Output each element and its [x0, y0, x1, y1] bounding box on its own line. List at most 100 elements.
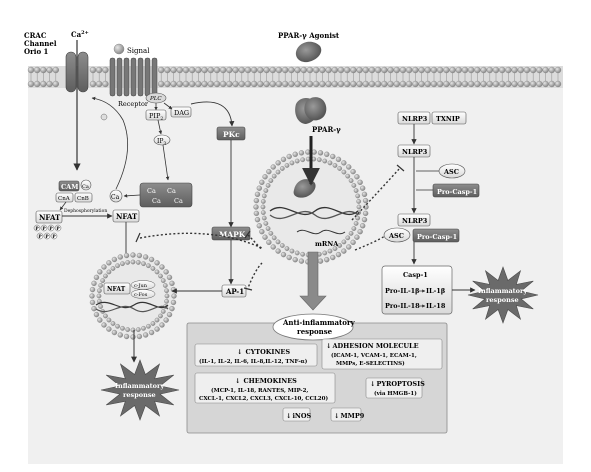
crac-channel: [65, 51, 89, 93]
phosphate-label: P: [42, 226, 46, 232]
envelope-bead: [345, 173, 351, 179]
envelope-bead: [110, 266, 116, 271]
signal-molecule: [113, 43, 125, 55]
ca-store-label-2: Ca: [167, 187, 176, 195]
lipid-head: [40, 80, 47, 88]
envelope-bead: [300, 251, 306, 257]
envelope-bead: [292, 151, 298, 157]
envelope-bead: [169, 306, 175, 312]
inflammatory-response-star-left: [100, 359, 180, 421]
envelope-bead: [143, 254, 149, 260]
lipid-head: [164, 80, 171, 88]
envelope-bead: [337, 166, 343, 171]
lipid-head: [418, 80, 425, 88]
envelope-bead: [150, 321, 156, 326]
lipid-head: [486, 80, 493, 88]
lipid-head: [176, 80, 183, 88]
envelope-bead: [259, 229, 265, 235]
envelope-bead: [357, 229, 363, 235]
lipid-head: [511, 80, 518, 88]
feedback-dot: [100, 113, 108, 121]
envelope-bead: [341, 239, 347, 245]
chemokines-box: [194, 372, 336, 404]
lipid-head: [337, 80, 345, 88]
mmp9-box: [330, 407, 362, 422]
lipid-head: [300, 80, 307, 88]
lipid-head: [480, 80, 487, 88]
lipid-head: [201, 80, 208, 88]
lipid-head: [337, 66, 345, 74]
envelope-bead: [111, 256, 118, 263]
lipid-head: [263, 66, 270, 74]
inflam-right-line1: Inflammatory: [478, 287, 527, 295]
envelope-bead: [330, 153, 336, 160]
inflam-left-line1: Inflammatory: [115, 382, 164, 390]
envelope-bead: [262, 234, 268, 240]
lipid-head: [381, 80, 388, 88]
phosphate-label: P: [56, 226, 60, 232]
lipid-head: [350, 66, 357, 74]
envelope-bead: [330, 254, 336, 261]
dag-label: DAG: [174, 109, 189, 117]
anti-inflam-line2: response: [297, 327, 333, 336]
lipid-head: [238, 66, 245, 74]
nfat-nuc-label: NFAT: [116, 212, 138, 221]
nlrp3-b-label: NLRP3: [402, 148, 428, 156]
envelope-bead: [135, 327, 141, 332]
lipid-head: [325, 66, 332, 74]
lipid-head: [492, 66, 500, 74]
lipid-head: [331, 80, 338, 88]
lipid-head: [474, 66, 481, 74]
cam-label: CAM: [61, 183, 78, 191]
envelope-bead: [265, 183, 271, 188]
envelope-bead: [348, 231, 354, 236]
plasma-membrane: [27, 66, 563, 88]
envelope-bead: [327, 248, 333, 254]
envelope-bead: [260, 210, 266, 215]
lipid-head: [213, 80, 221, 88]
lipid-head: [182, 66, 190, 74]
envelope-bead: [271, 173, 277, 179]
lipid-head: [170, 66, 177, 74]
lipid-head: [102, 66, 109, 74]
lipid-head: [269, 66, 276, 74]
envelope-bead: [284, 163, 290, 168]
cam-box: [58, 180, 80, 192]
envelope-bead: [280, 156, 287, 163]
lipid-head: [418, 66, 425, 74]
envelope-bead: [271, 235, 277, 241]
phosphate-circle: [54, 224, 62, 232]
envelope-bead: [356, 199, 362, 204]
envelope-bead: [350, 239, 356, 246]
envelope-bead: [350, 168, 356, 175]
envelope-bead: [158, 313, 163, 319]
envelope-bead: [335, 156, 342, 163]
lipid-head: [424, 80, 431, 88]
il1b-label: IL-1β: [426, 287, 445, 295]
lipid-head: [89, 66, 97, 74]
lipid-head: [424, 66, 431, 74]
envelope-bead: [123, 252, 130, 259]
envelope-bead: [97, 288, 102, 294]
inflammatory-response-star-right: [467, 266, 539, 324]
lipid-head: [27, 80, 35, 88]
envelope-bead: [355, 193, 361, 199]
lipid-head: [536, 66, 543, 74]
lipid-head: [542, 66, 549, 74]
envelope-bead: [360, 185, 366, 191]
envelope-bead: [170, 299, 177, 306]
lipid-head: [437, 66, 444, 74]
envelope-bead: [294, 158, 300, 164]
lipid-head: [449, 80, 456, 88]
lipid-head: [480, 66, 487, 74]
lipid-head: [437, 80, 444, 88]
cnb-box: [74, 192, 93, 203]
plc-label: PLC: [149, 96, 162, 102]
envelope-bead: [158, 273, 163, 279]
envelope-bead: [111, 329, 118, 336]
envelope-bead: [289, 248, 295, 254]
envelope-bead: [101, 264, 107, 270]
envelope-bead: [123, 333, 130, 340]
envelope-bead: [263, 221, 269, 226]
envelope-bead: [346, 244, 352, 250]
